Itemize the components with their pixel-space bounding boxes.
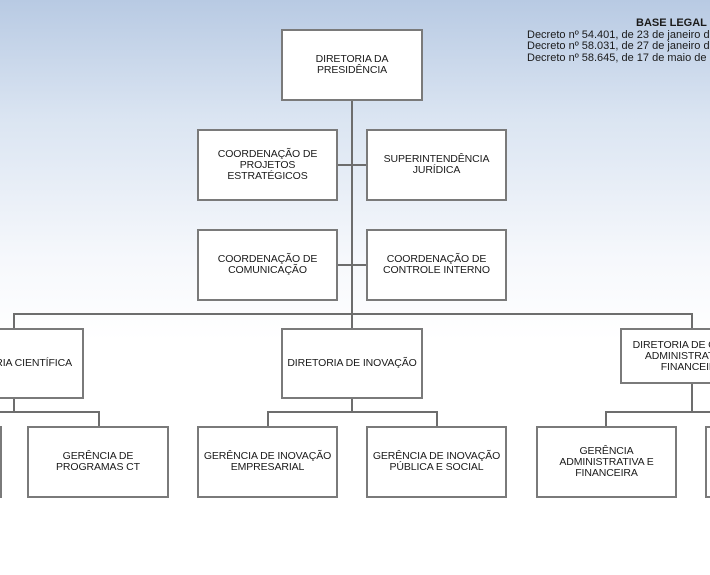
- connector-directorates-horizontal: [13, 313, 693, 315]
- base-legal-line-2: Decreto nº 58.031, de 27 de janeiro de 2…: [527, 40, 710, 52]
- box-diretoria-cientifica: DIRETORIA CIENTÍFICA: [0, 328, 84, 399]
- box-gerencia-administrativa-financeira: GERÊNCIA ADMINISTRATIVA E FINANCEIRA: [536, 426, 677, 498]
- label-diretoria-cientifica: DIRETORIA CIENTÍFICA: [0, 357, 72, 369]
- connector-staff-row2: [337, 264, 367, 266]
- label-coordenacao-projetos-estrategicos: COORDENAÇÃO DE PROJETOS ESTRATÉGICOS: [217, 147, 318, 182]
- box-gerencia-sub-administrativa: [705, 426, 710, 498]
- label-superintendencia-juridica: SUPERINTENDÊNCIA JURÍDICA: [383, 153, 490, 176]
- box-diretoria-inovacao: DIRETORIA DE INOVAÇÃO: [281, 328, 423, 399]
- box-superintendencia-juridica: SUPERINTENDÊNCIA JURÍDICA: [366, 129, 507, 201]
- connector-inovacao-right-drop: [436, 411, 438, 427]
- box-coordenacao-controle-interno: COORDENAÇÃO DE CONTROLE INTERNO: [366, 229, 507, 301]
- connector-inovacao-h: [267, 411, 438, 413]
- connector-administrativa-down: [691, 383, 693, 412]
- base-legal: BASE LEGAL Decreto nº 54.401, de 23 de j…: [527, 17, 710, 64]
- label-diretoria-inovacao: DIRETORIA DE INOVAÇÃO: [287, 357, 417, 369]
- label-coordenacao-controle-interno: COORDENAÇÃO DE CONTROLE INTERNO: [383, 253, 490, 276]
- label-coordenacao-comunicacao: COORDENAÇÃO DE COMUNICAÇÃO: [217, 253, 318, 276]
- connector-cientifica-h: [0, 411, 100, 413]
- connector-right-drop: [691, 313, 693, 329]
- box-diretoria-presidencia: DIRETORIA DA PRESIDÊNCIA: [281, 29, 423, 101]
- connector-inovacao-down: [351, 398, 353, 412]
- connector-cientifica-down: [13, 398, 15, 412]
- label-gerencia-programas-ct: GERÊNCIA DE PROGRAMAS CT: [56, 450, 140, 473]
- box-diretoria-gestao-administrativa: DIRETORIA DE GESTÃO ADMINISTRATIVA E FIN…: [620, 328, 710, 384]
- connector-inovacao-left-drop: [267, 411, 269, 427]
- connector-administrativa-left-drop: [605, 411, 607, 427]
- box-gerencia-programas-ct: GERÊNCIA DE PROGRAMAS CT: [27, 426, 169, 498]
- connector-staff-row1: [337, 164, 367, 166]
- connector-left-drop: [13, 313, 15, 329]
- box-coordenacao-comunicacao: COORDENAÇÃO DE COMUNICAÇÃO: [197, 229, 338, 301]
- label-gerencia-administrativa-financeira: GERÊNCIA ADMINISTRATIVA E FINANCEIRA: [559, 444, 654, 479]
- box-gerencia-inovacao-publica-social: GERÊNCIA DE INOVAÇÃO PÚBLICA E SOCIAL: [366, 426, 507, 498]
- connector-cientifica-right-drop: [98, 411, 100, 427]
- label-diretoria-gestao-administrativa: DIRETORIA DE GESTÃO ADMINISTRATIVA E FIN…: [632, 338, 710, 373]
- label-diretoria-presidencia: DIRETORIA DA PRESIDÊNCIA: [315, 53, 389, 76]
- label-gerencia-inovacao-empresarial: GERÊNCIA DE INOVAÇÃO EMPRESARIAL: [203, 450, 332, 473]
- connector-spine: [351, 100, 353, 328]
- label-gerencia-inovacao-publica-social: GERÊNCIA DE INOVAÇÃO PÚBLICA E SOCIAL: [372, 450, 501, 473]
- base-legal-line-3: Decreto nº 58.645, de 17 de maio de 2012: [527, 51, 710, 64]
- box-coordenacao-projetos-estrategicos: COORDENAÇÃO DE PROJETOS ESTRATÉGICOS: [197, 129, 338, 201]
- connector-administrativa-h: [605, 411, 710, 413]
- base-legal-line-1: Decreto nº 54.401, de 23 de janeiro de 2…: [527, 28, 710, 41]
- box-gerencia-sub-cientifica: [0, 426, 2, 498]
- base-legal-title: BASE LEGAL: [636, 17, 707, 29]
- box-gerencia-inovacao-empresarial: GERÊNCIA DE INOVAÇÃO EMPRESARIAL: [197, 426, 338, 498]
